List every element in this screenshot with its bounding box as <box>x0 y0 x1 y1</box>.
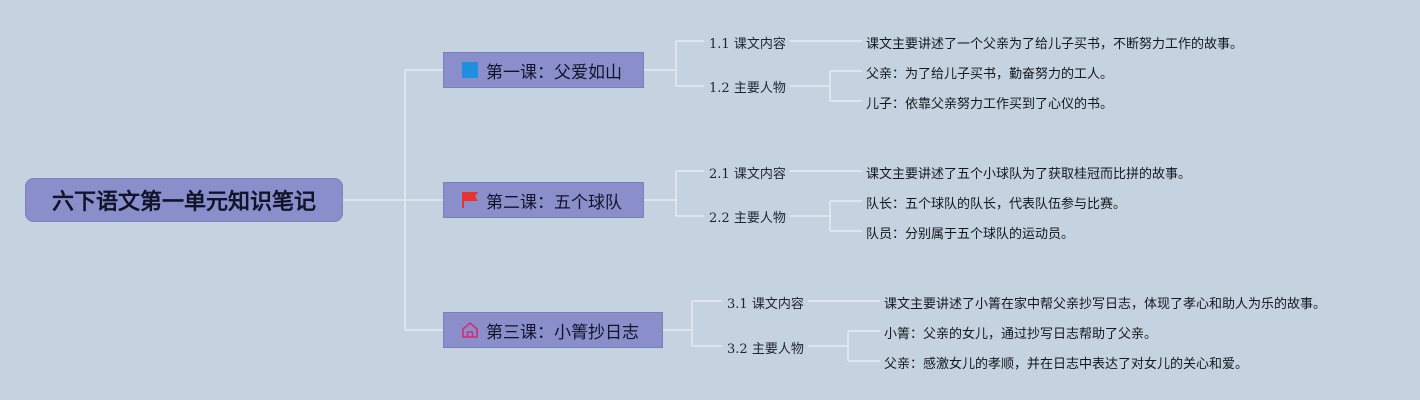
detail-3-1-1[interactable]: 课文主要讲述了小箐在家中帮父亲抄写日志，体现了孝心和助人为乐的故事。 <box>884 297 1327 312</box>
lesson-3-label: 第三课：小箐抄日志 <box>486 322 639 343</box>
topic-2-2-label: 主要人物 <box>733 211 786 226</box>
topic-1-1[interactable]: 1.1 课文内容 <box>709 33 786 52</box>
topic-2-1[interactable]: 2.1 课文内容 <box>709 163 786 182</box>
topic-1-1-num: 1.1 <box>709 37 730 52</box>
topic-3-2-label: 主要人物 <box>751 342 804 357</box>
home-icon-door <box>466 331 474 337</box>
red-flag-icon <box>461 191 479 209</box>
topic-1-1-label: 课文内容 <box>733 37 786 52</box>
lesson-1[interactable]: 第一课：父爱如山 <box>443 52 644 88</box>
blue-flag-icon <box>461 61 479 79</box>
topic-3-2[interactable]: 3.2 主要人物 <box>727 338 804 357</box>
topic-2-1-label: 课文内容 <box>733 167 786 182</box>
root-topic[interactable]: 六下语文第一单元知识笔记 <box>25 178 343 222</box>
topic-1-2-label: 主要人物 <box>733 81 786 96</box>
lesson-2[interactable]: 第二课：五个球队 <box>443 182 644 218</box>
detail-1-2-2[interactable]: 儿子：依靠父亲努力工作买到了心仪的书。 <box>866 97 1114 112</box>
topic-1-2[interactable]: 1.2 主要人物 <box>709 77 786 96</box>
topic-2-2-num: 2.2 <box>709 211 730 226</box>
topic-3-1[interactable]: 3.1 课文内容 <box>727 293 804 312</box>
topic-1-2-num: 1.2 <box>709 81 730 96</box>
root-topic-label: 六下语文第一单元知识笔记 <box>51 190 316 215</box>
topic-2-2[interactable]: 2.2 主要人物 <box>709 207 786 226</box>
lesson-1-label: 第一课：父爱如山 <box>486 62 622 83</box>
blue-flag-shape <box>462 62 478 78</box>
detail-1-2-1[interactable]: 父亲：为了给儿子买书，勤奋努力的工人。 <box>866 67 1114 82</box>
detail-3-2-1[interactable]: 小箐：父亲的女儿，通过抄写日志帮助了父亲。 <box>884 327 1158 342</box>
detail-3-2-2[interactable]: 父亲：感激女儿的孝顺，并在日志中表达了对女儿的关心和爱。 <box>884 357 1249 372</box>
detail-1-1-1[interactable]: 课文主要讲述了一个父亲为了给儿子买书，不断努力工作的故事。 <box>866 37 1244 52</box>
detail-2-2-1[interactable]: 队长：五个球队的队长，代表队伍参与比赛。 <box>866 197 1127 212</box>
topic-2-1-num: 2.1 <box>709 167 730 182</box>
detail-2-2-2[interactable]: 队员：分别属于五个球队的运动员。 <box>866 227 1075 242</box>
home-icon-outline <box>462 322 478 338</box>
red-flag-shape <box>464 192 478 201</box>
lesson-2-label: 第二课：五个球队 <box>486 192 622 213</box>
topic-3-2-num: 3.2 <box>727 342 748 357</box>
detail-2-1-1[interactable]: 课文主要讲述了五个小球队为了获取桂冠而比拼的故事。 <box>866 167 1192 182</box>
topic-3-1-label: 课文内容 <box>751 297 804 312</box>
home-icon <box>461 321 479 339</box>
topic-3-1-num: 3.1 <box>727 297 748 312</box>
lesson-3[interactable]: 第三课：小箐抄日志 <box>443 312 663 348</box>
